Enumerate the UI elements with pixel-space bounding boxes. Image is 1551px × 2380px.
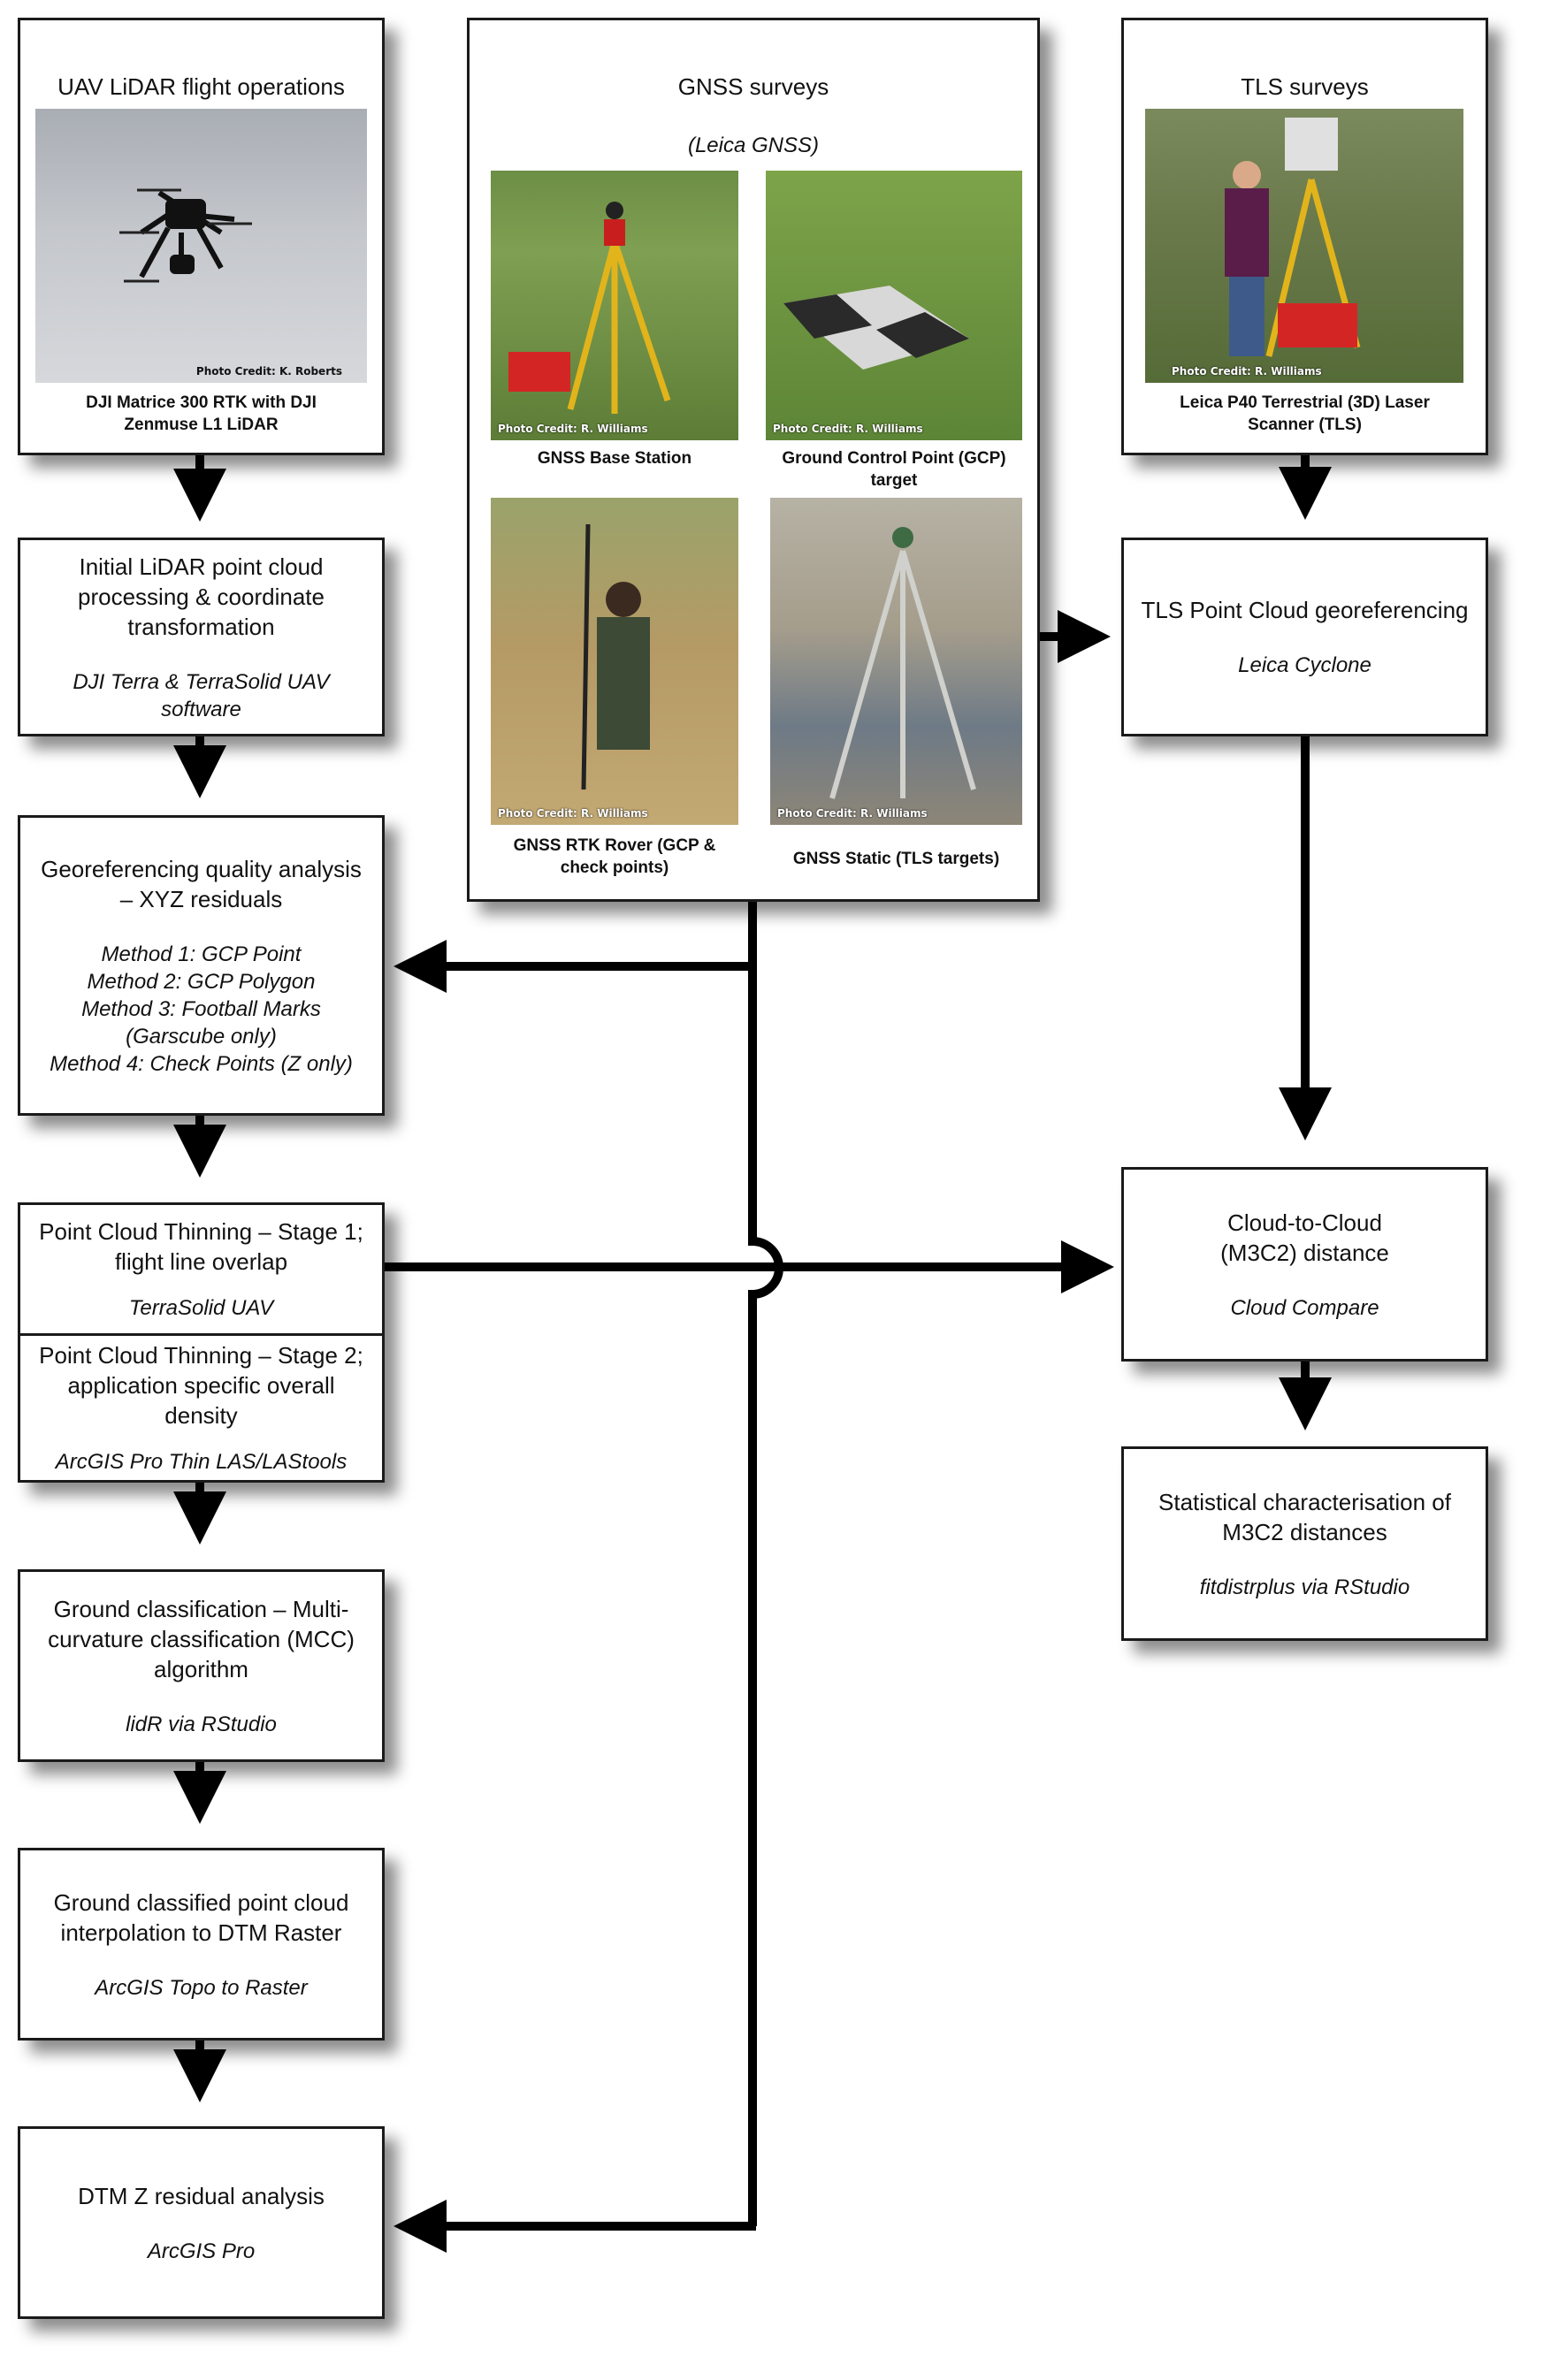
ground-title: Ground classification – Multi-curvature … bbox=[48, 1595, 355, 1682]
thin-stage-1: Point Cloud Thinning – Stage 1; flight l… bbox=[20, 1205, 382, 1333]
stats-software-rest: via RStudio bbox=[1295, 1575, 1410, 1599]
uav-photo-credit: Photo Credit: K. Roberts bbox=[195, 365, 342, 378]
gnss-base-station-photo: Photo Credit: R. Williams bbox=[491, 171, 738, 440]
person-icon bbox=[581, 523, 650, 790]
gnss-photo3-caption: GNSS RTK Rover (GCP & check points) bbox=[513, 836, 716, 877]
stats-title: Statistical characterisation of M3C2 dis… bbox=[1158, 1488, 1451, 1545]
gnss-photo1-caption: GNSS Base Station bbox=[537, 449, 692, 468]
static-tripod-icon bbox=[829, 527, 976, 799]
tls-caption: Leica P40 Terrestrial (3D) Laser Scanner… bbox=[1180, 393, 1430, 434]
tls-title: TLS surveys bbox=[1241, 73, 1369, 100]
thin-divider bbox=[20, 1333, 382, 1336]
tls-georef-software: Leica Cyclone bbox=[1238, 653, 1371, 677]
gnss-photo1-credit: Photo Credit: R. Williams bbox=[498, 423, 648, 435]
c2c-title: Cloud-to-Cloud (M3C2) distance bbox=[1220, 1209, 1389, 1266]
initial-title: Initial LiDAR point cloud processing & c… bbox=[78, 553, 325, 640]
ground-classification-box: Ground classification – Multi-curvature … bbox=[18, 1569, 385, 1762]
thin2-title: Point Cloud Thinning – Stage 2; applicat… bbox=[39, 1342, 363, 1429]
interp-software: ArcGIS Topo to Raster bbox=[95, 1975, 308, 2000]
thinning-box: Point Cloud Thinning – Stage 1; flight l… bbox=[18, 1202, 385, 1483]
gcp-target-photo: Photo Credit: R. Williams bbox=[766, 171, 1022, 440]
uav-caption: DJI Matrice 300 RTK with DJI Zenmuse L1 … bbox=[86, 393, 317, 434]
method-3: Method 3: Football Marks bbox=[81, 996, 321, 1021]
dtm-residual-box: DTM Z residual analysis ArcGIS Pro bbox=[18, 2126, 385, 2319]
gnss-trunk-line bbox=[748, 902, 783, 2226]
scanner-icon bbox=[1225, 118, 1361, 357]
ground-software: lidR via RStudio bbox=[126, 1712, 277, 1736]
gnss-photo2-credit: Photo Credit: R. Williams bbox=[773, 423, 923, 435]
gnss-title: GNSS surveys bbox=[677, 73, 829, 100]
thin1-software: TerraSolid UAV bbox=[128, 1296, 274, 1320]
gnss-subtitle: (Leica GNSS) bbox=[687, 133, 820, 157]
dtm-software: ArcGIS Pro bbox=[147, 2239, 256, 2263]
tls-surveys-box: TLS surveys Photo Credit: R. Williams Le… bbox=[1121, 18, 1488, 455]
thin-stage-2: Point Cloud Thinning – Stage 2; applicat… bbox=[20, 1336, 382, 1480]
gnss-surveys-box: GNSS surveys (Leica GNSS) Photo Credit: … bbox=[467, 18, 1040, 902]
method-2: Method 2: GCP Polygon bbox=[87, 969, 316, 994]
drone-photo: Photo Credit: K. Roberts bbox=[35, 109, 367, 383]
interp-title: Ground classified point cloud interpolat… bbox=[53, 1888, 349, 1946]
initial-software: DJI Terra & TerraSolid UAV software bbox=[73, 669, 330, 721]
statistical-box: Statistical characterisation of M3C2 dis… bbox=[1121, 1446, 1488, 1641]
drone-icon bbox=[119, 188, 252, 283]
thin1-title: Point Cloud Thinning – Stage 1; flight l… bbox=[39, 1218, 363, 1275]
georef-quality-box: Georeferencing quality analysis – XYZ re… bbox=[18, 815, 385, 1116]
initial-processing-box: Initial LiDAR point cloud processing & c… bbox=[18, 538, 385, 736]
tls-photo-credit: Photo Credit: R. Williams bbox=[1172, 365, 1322, 378]
method-3-note: (Garscube only) bbox=[126, 1024, 277, 1049]
gnss-photo4-caption: GNSS Static (TLS targets) bbox=[792, 850, 1000, 868]
stats-software-main: fitdistrplus bbox=[1199, 1575, 1295, 1599]
gnss-rtk-rover-photo: Photo Credit: R. Williams bbox=[491, 498, 738, 825]
target-icon bbox=[783, 286, 969, 370]
tripod-icon bbox=[508, 202, 671, 414]
method-4: Method 4: Check Points (Z only) bbox=[50, 1051, 353, 1076]
uav-title: UAV LiDAR flight operations bbox=[57, 73, 345, 100]
method-1: Method 1: GCP Point bbox=[101, 942, 302, 966]
gnss-photo4-credit: Photo Credit: R. Williams bbox=[777, 807, 928, 820]
tls-scanner-photo: Photo Credit: R. Williams bbox=[1145, 109, 1463, 383]
thin2-software: ArcGIS Pro Thin LAS/LAStools bbox=[55, 1450, 348, 1474]
gnss-static-photo: Photo Credit: R. Williams bbox=[770, 498, 1022, 825]
gnss-photo2-caption: Ground Control Point (GCP) target bbox=[782, 449, 1006, 490]
interpolation-box: Ground classified point cloud interpolat… bbox=[18, 1848, 385, 2041]
uav-operations-box: UAV LiDAR flight operations Photo Credit… bbox=[18, 18, 385, 455]
c2c-software: Cloud Compare bbox=[1230, 1295, 1379, 1320]
stats-software: fitdistrplus via RStudio bbox=[1200, 1574, 1410, 1601]
cloud-to-cloud-box: Cloud-to-Cloud (M3C2) distance Cloud Com… bbox=[1121, 1167, 1488, 1362]
dtm-title: DTM Z residual analysis bbox=[78, 2182, 325, 2209]
tls-georef-title: TLS Point Cloud georeferencing bbox=[1141, 597, 1469, 623]
tls-georeferencing-box: TLS Point Cloud georeferencing Leica Cyc… bbox=[1121, 538, 1488, 736]
gnss-photo3-credit: Photo Credit: R. Williams bbox=[498, 807, 648, 820]
georef-quality-title: Georeferencing quality analysis – XYZ re… bbox=[41, 855, 362, 912]
